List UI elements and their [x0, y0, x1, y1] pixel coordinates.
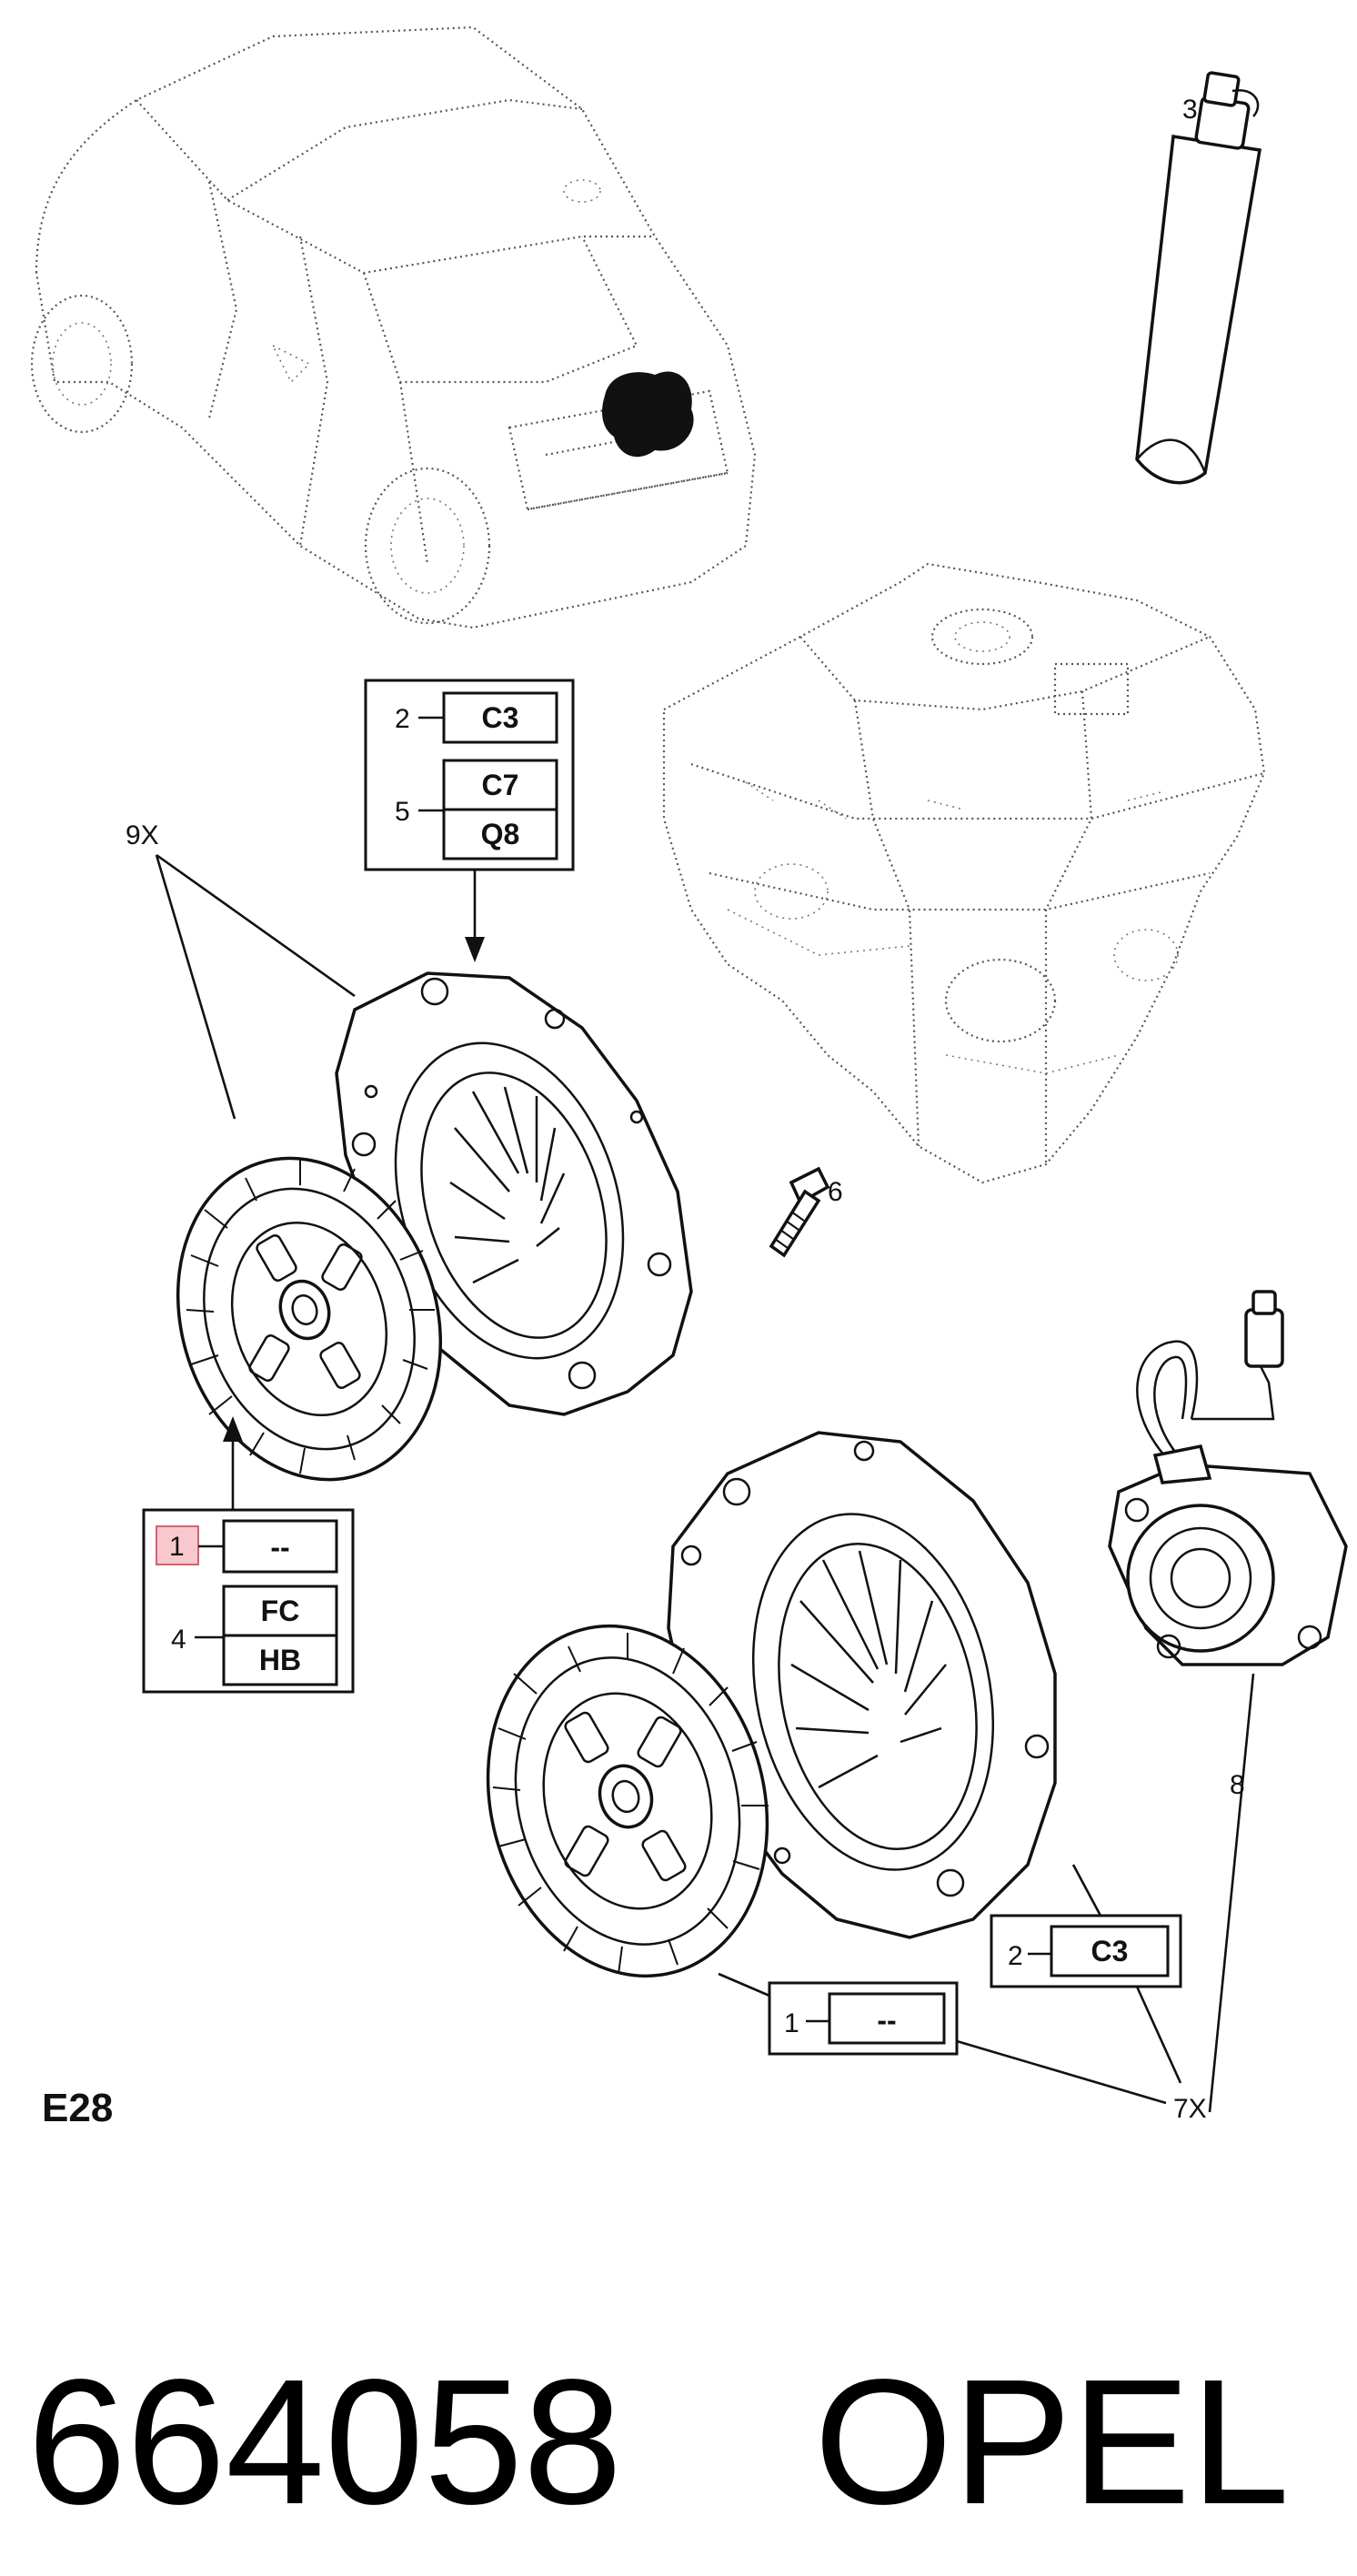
- clutch-disc-lower: [486, 1624, 769, 1978]
- code-q8-text: Q8: [481, 818, 520, 850]
- code-c3-top-text: C3: [482, 701, 519, 734]
- release-bearing-slave-cylinder: [1108, 1290, 1348, 1666]
- car-illustration: [30, 25, 757, 629]
- grease-tube: [1135, 71, 1262, 485]
- code-c3-top: [442, 691, 558, 744]
- code-c3-bottom-text: C3: [1091, 1935, 1129, 1967]
- code-box-pressure-plate-top: C3 2 C7 Q8 5: [364, 679, 575, 871]
- section-code: E28: [42, 2086, 113, 2130]
- code-fc: [222, 1585, 338, 1637]
- callout-4: 4: [171, 1625, 186, 1655]
- part-number: 664058: [27, 2342, 622, 2541]
- transmission-illustration: [662, 562, 1266, 1184]
- callout-9x: 9X: [126, 820, 159, 850]
- callout-6: 6: [828, 1177, 843, 1207]
- engine-location-marker: [602, 371, 694, 458]
- code-dash-bottom: [828, 1992, 946, 2045]
- callout-2-bottom: 2: [1008, 1941, 1023, 1971]
- code-fc-text: FC: [261, 1595, 300, 1627]
- callout-2-top: 2: [395, 704, 410, 734]
- code-c7: [442, 759, 558, 811]
- code-c3-bottom: [1050, 1925, 1170, 1977]
- code-box-clutch-disc-bottom: -- 1: [768, 1981, 959, 2056]
- callout-1-left: 1: [169, 1532, 185, 1562]
- callout-7x: 7X: [1173, 2094, 1207, 2124]
- code-q8: [442, 808, 558, 860]
- brand-name: OPEL: [814, 2342, 1290, 2541]
- code-dash-left-text: --: [270, 1531, 289, 1564]
- code-dash-bottom-text: --: [877, 2004, 896, 2037]
- callout-5: 5: [395, 797, 410, 827]
- callout-3: 3: [1182, 95, 1198, 125]
- code-c7-text: C7: [482, 769, 519, 801]
- code-hb-text: HB: [259, 1644, 301, 1676]
- clutch-disc-upper: [176, 1156, 443, 1482]
- code-hb: [222, 1634, 338, 1686]
- callout-1-bottom: 1: [784, 2008, 799, 2038]
- callout-8: 8: [1230, 1770, 1245, 1800]
- code-dash-left: [222, 1519, 338, 1574]
- bolt: [769, 1166, 830, 1258]
- code-box-pressure-plate-bottom: C3 2: [990, 1914, 1182, 1988]
- code-box-clutch-disc-left: 1 -- FC HB 4: [142, 1508, 355, 1694]
